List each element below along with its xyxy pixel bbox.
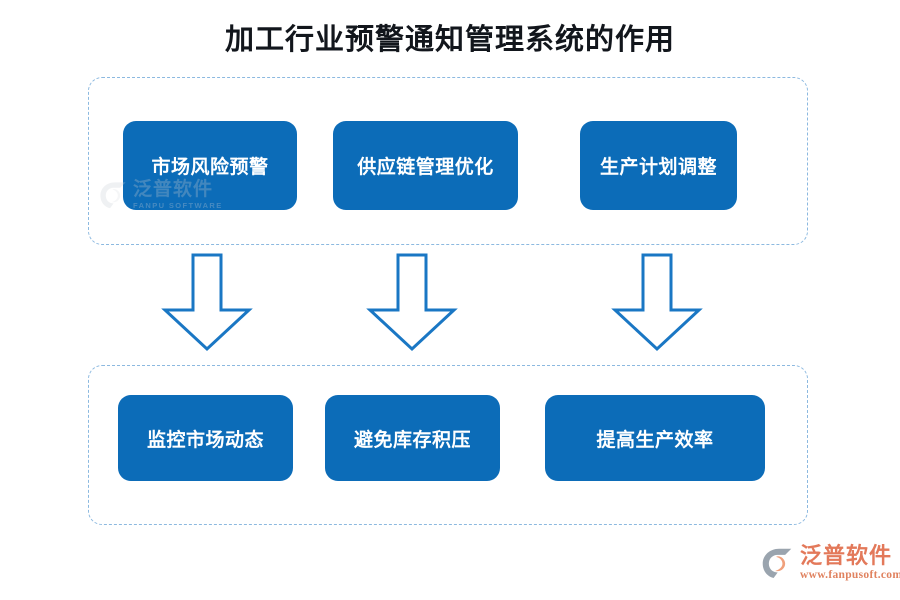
causes-group-container	[88, 77, 808, 245]
down-arrow-icon	[611, 253, 703, 352]
brand-logo: 泛普软件 www.fanpusoft.com	[760, 545, 900, 582]
brand-url: www.fanpusoft.com	[800, 569, 900, 581]
node-avoid-inventory-backlog[interactable]: 避免库存积压	[325, 395, 500, 481]
node-monitor-market-trends[interactable]: 监控市场动态	[118, 395, 293, 481]
node-supply-chain-optimization[interactable]: 供应链管理优化	[333, 121, 518, 210]
outcomes-group-container	[88, 365, 808, 525]
fanpu-logo-icon	[762, 548, 792, 579]
node-production-plan-adjustment[interactable]: 生产计划调整	[580, 121, 737, 210]
brand-logo-text: 泛普软件 www.fanpusoft.com	[800, 545, 900, 582]
down-arrow-icon	[366, 253, 458, 352]
node-market-risk-alert[interactable]: 市场风险预警	[123, 121, 297, 210]
node-improve-production-efficiency[interactable]: 提高生产效率	[545, 395, 765, 481]
page-title: 加工行业预警通知管理系统的作用	[224, 24, 675, 56]
down-arrow-icon	[161, 253, 253, 352]
brand-name-cn: 泛普软件	[800, 543, 893, 568]
